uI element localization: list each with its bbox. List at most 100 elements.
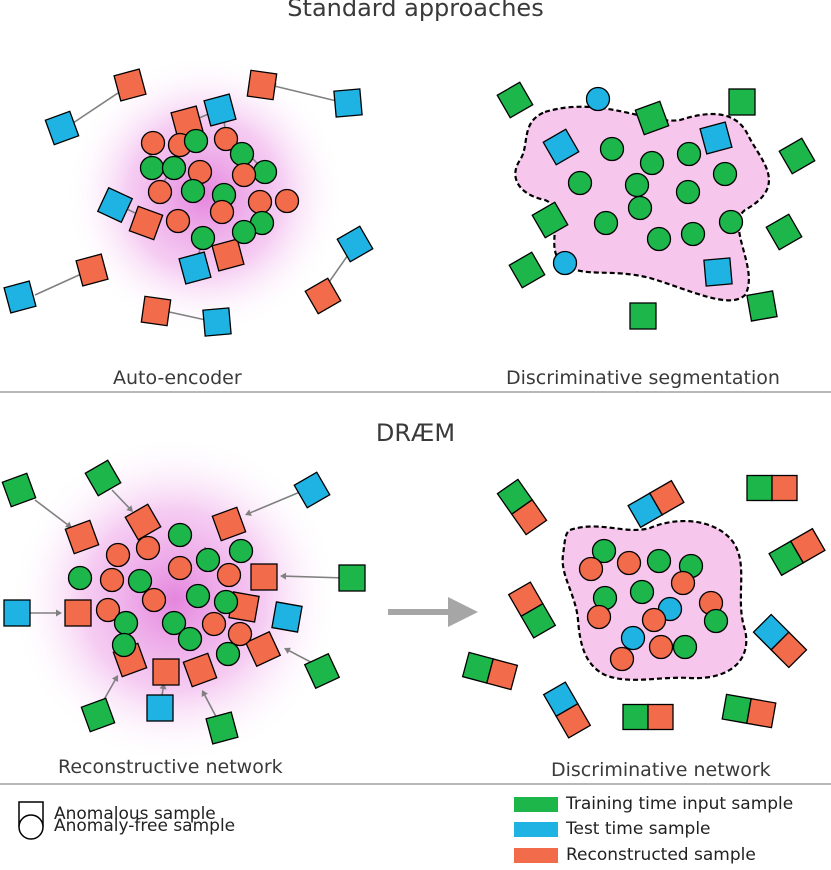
orange-circle-134 [99,567,125,593]
green-circle-131 [195,547,221,573]
legend-training-label: Training time input sample [566,794,794,814]
green-circle-47 [229,141,255,167]
legend-anomaly-free-label: Anomaly-free sample [54,816,236,836]
orange-circle-129 [135,535,161,561]
green-circle-74 [599,136,625,162]
green-circle-77 [567,170,593,196]
link-arrowhead-97 [284,647,291,654]
blue-square-126 [146,694,174,722]
green-square-70 [629,302,657,330]
orange-circle-55 [165,208,191,234]
orange-circle-175 [609,646,635,672]
green-circle-130 [167,522,193,548]
green-square-63 [778,137,816,175]
orange-square-113 [64,519,100,555]
green-circle-79 [675,179,701,205]
blue-circle-172 [620,625,646,651]
link-arrowhead-101 [159,683,167,690]
blue-square-28 [203,93,237,127]
paired-sample-158 [721,693,777,729]
green-circle-147 [177,626,203,652]
blue-square-114 [3,599,31,627]
orange-circle-49 [231,162,257,188]
blue-square-30 [96,186,134,224]
paired-sample-157 [622,703,674,731]
blue-square-69 [703,257,733,287]
discriminative-segmentation-caption: Discriminative segmentation [506,367,780,389]
orange-square-123 [152,658,180,686]
green-circle-143 [161,610,187,636]
orange-square-39 [211,238,245,272]
green-square-66 [531,201,569,239]
green-circle-44 [139,155,165,181]
standard-approaches-title: Standard approaches [287,0,544,22]
link-line-94 [285,575,346,579]
green-circle-84 [680,221,706,247]
orange-square-37 [140,295,172,327]
green-circle-45 [161,155,187,181]
link-arrowhead-89 [126,505,133,512]
green-circle-132 [228,538,254,564]
orange-square-33 [75,253,109,287]
green-square-109 [84,459,122,497]
orange-circle-164 [670,570,696,596]
orange-circle-41 [213,126,239,152]
green-square-68 [508,251,546,289]
link-arrowhead-87 [65,521,72,528]
orange-circle-137 [216,562,242,588]
green-circle-166 [629,579,655,605]
paired-sample-154 [752,613,808,669]
blue-circle-73 [552,250,578,276]
blue-circle-72 [585,86,611,112]
green-square-71 [746,290,778,322]
green-square-121 [303,652,341,690]
green-circle-148 [215,641,241,667]
link-arrowhead-99 [111,675,119,682]
blue-square-65 [542,128,580,166]
blue-square-25 [44,110,80,146]
legend-test-label: Test time sample [566,819,711,839]
legend-training-swatch [514,797,558,812]
orange-circle-167 [586,604,612,630]
discriminative-network-caption: Discriminative network [551,759,771,781]
blue-square-27 [333,88,363,118]
blue-square-32 [3,280,37,314]
orange-circle-161 [616,550,642,576]
green-circle-174 [672,634,698,660]
green-circle-146 [111,632,137,658]
legend-reconstructed-swatch [514,848,558,863]
legend-anomalous-label: Anomalous sample [54,804,216,824]
green-square-62 [728,88,756,116]
reconstructive-glow [10,435,340,765]
paired-sample-149 [496,478,548,536]
green-circle-75 [639,150,665,176]
link-line-88 [111,489,130,509]
paired-sample-153 [507,581,557,639]
green-circle-159 [591,538,617,564]
green-square-127 [205,711,239,745]
blue-square-36 [202,307,232,337]
orange-square-120 [244,630,282,668]
green-circle-51 [180,178,206,204]
orange-circle-53 [247,189,273,215]
orange-circle-56 [209,199,235,225]
green-square-108 [1,472,37,508]
green-circle-43 [183,128,209,154]
green-circle-81 [593,210,619,236]
orange-circle-145 [227,621,253,647]
green-circle-83 [646,226,672,252]
green-circle-133 [67,565,93,591]
paired-sample-155 [461,651,519,691]
green-circle-85 [718,209,744,235]
paired-sample-156 [542,681,592,739]
link-line-2 [275,85,346,104]
autoencoder-caption: Auto-encoder [113,367,242,389]
link-arrowhead-95 [280,572,287,580]
green-square-60 [496,81,534,119]
blue-square-111 [293,471,331,509]
link-line-0 [69,87,126,126]
green-circle-59 [231,219,257,245]
paired-sample-152 [768,527,826,577]
green-circle-170 [703,608,729,634]
